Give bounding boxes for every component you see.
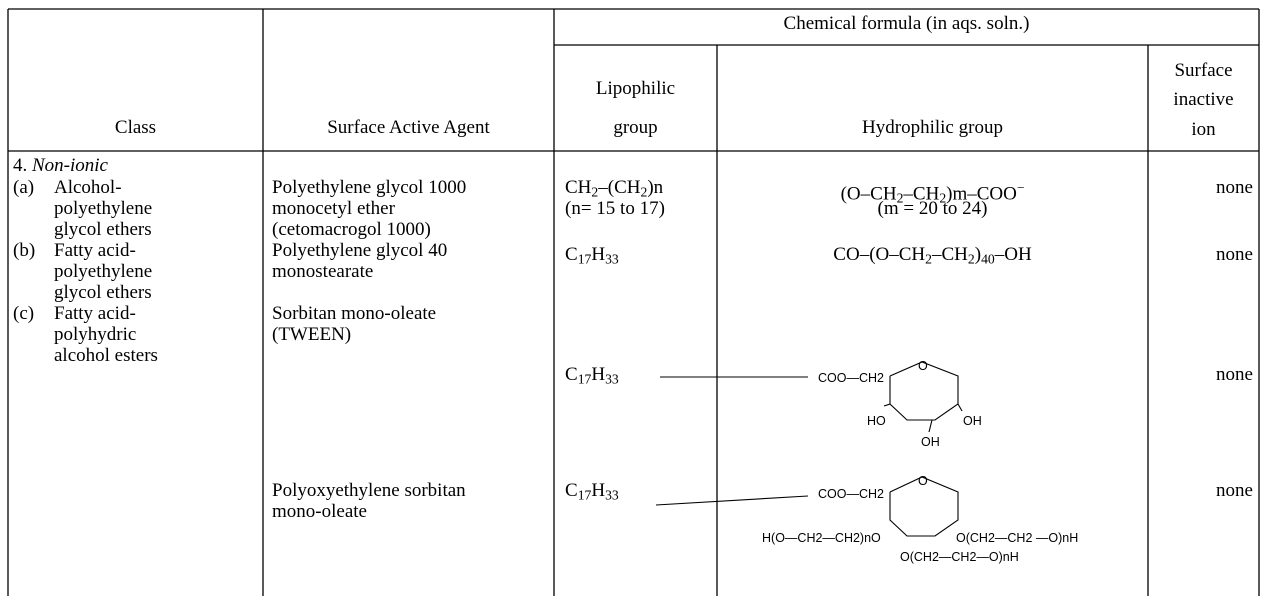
row-a-class-line1: Alcohol- [54, 177, 122, 198]
row-b-agent-line1: Polyethylene glycol 40 [272, 240, 448, 261]
class-header: Class [114, 117, 157, 138]
hydrophilic-header: Hydrophilic group [862, 117, 1003, 138]
row-c-class-line1: Fatty acid- [54, 303, 136, 324]
row-c-marker: (c) [13, 303, 35, 324]
sorbitan-ring [889, 361, 959, 421]
connector-line-row-d [655, 495, 809, 506]
row-c-lipophilic: C17H33 [565, 364, 619, 387]
chemical-formula-header: Chemical formula (in aqs. soln.) [783, 13, 1030, 34]
lipophilic-header-line1: Lipophilic [595, 78, 676, 99]
polyoxyethylene-sorbitan-ring [889, 476, 959, 537]
ring-oxygen-label-d: O [918, 474, 928, 488]
bottom-substituent-label: O(CH2—CH2—O)nH [900, 550, 1019, 564]
section-number: 4. [13, 155, 28, 176]
coo-ch2-label-d: COO—CH2 [818, 487, 884, 501]
row-c-agent-line2: (TWEEN) [272, 324, 352, 345]
row-c-inactive-ion: none [1216, 364, 1253, 385]
row-b-lipophilic: C17H33 [565, 244, 619, 267]
row-c-agent-line1: Sorbitan mono-oleate [272, 303, 437, 324]
right-substituent-label: O(CH2—CH2 —O)nH [956, 531, 1078, 545]
row-a-lipophilic-line1: CH2–(CH2)n [565, 177, 664, 200]
row-d-agent-line1: Polyoxyethylene sorbitan [272, 480, 466, 501]
oh-bottom-bond [928, 419, 933, 433]
oh-right-label: OH [963, 414, 982, 428]
row-a-inactive-ion: none [1216, 177, 1253, 198]
section-title: 4. Non-ionic [13, 155, 108, 176]
row-c-class-line3: alcohol esters [54, 345, 158, 366]
row-a-hydrophilic-line1: (O–CH2–CH2)m–COO− [840, 180, 1025, 206]
row-a-class-line3: glycol ethers [54, 219, 152, 240]
row-d-agent-line2: mono-oleate [272, 501, 367, 522]
row-b-class-line1: Fatty acid- [54, 240, 136, 261]
row-b-class-line3: glycol ethers [54, 282, 152, 303]
agent-header: Surface Active Agent [327, 117, 490, 138]
coo-ch2-label: COO—CH2 [818, 371, 884, 385]
row-a-agent-line3: (cetomacrogol 1000) [272, 219, 431, 240]
row-c-class-line2: polyhydric [54, 324, 137, 345]
row-a-hydrophilic-line2: (m = 20 to 24) [877, 198, 988, 219]
ring-oxygen-label: O [918, 359, 928, 373]
ho-label: HO [867, 414, 886, 428]
oh-right-bond [957, 403, 963, 412]
row-a-agent-line1: Polyethylene glycol 1000 [272, 177, 467, 198]
row-a-lipophilic-line2: (n= 15 to 17) [565, 198, 665, 219]
row-b-hydrophilic: CO–(O–CH2–CH2)40–OH [833, 244, 1032, 267]
row-a-class-line2: polyethylene [54, 198, 153, 219]
row-d-inactive-ion: none [1216, 480, 1253, 501]
oh-bottom-label: OH [921, 435, 940, 449]
row-b-agent-line2: monostearate [272, 261, 374, 282]
ho-bond [883, 403, 891, 407]
left-substituent-label: H(O—CH2—CH2)nO [762, 531, 881, 545]
row-a-agent-line2: monocetyl ether [272, 198, 395, 219]
row-b-marker: (b) [13, 240, 36, 261]
row-d-lipophilic: C17H33 [565, 480, 619, 503]
row-b-class-line2: polyethylene [54, 261, 153, 282]
row-a-marker: (a) [13, 177, 35, 198]
inactive-header-line2: inactive [1173, 89, 1234, 110]
inactive-header-line3: ion [1191, 119, 1216, 140]
inactive-header-line1: Surface [1174, 60, 1233, 81]
section-name: Non-ionic [32, 155, 108, 176]
lipophilic-header-line2: group [613, 117, 658, 138]
row-b-inactive-ion: none [1216, 244, 1253, 265]
